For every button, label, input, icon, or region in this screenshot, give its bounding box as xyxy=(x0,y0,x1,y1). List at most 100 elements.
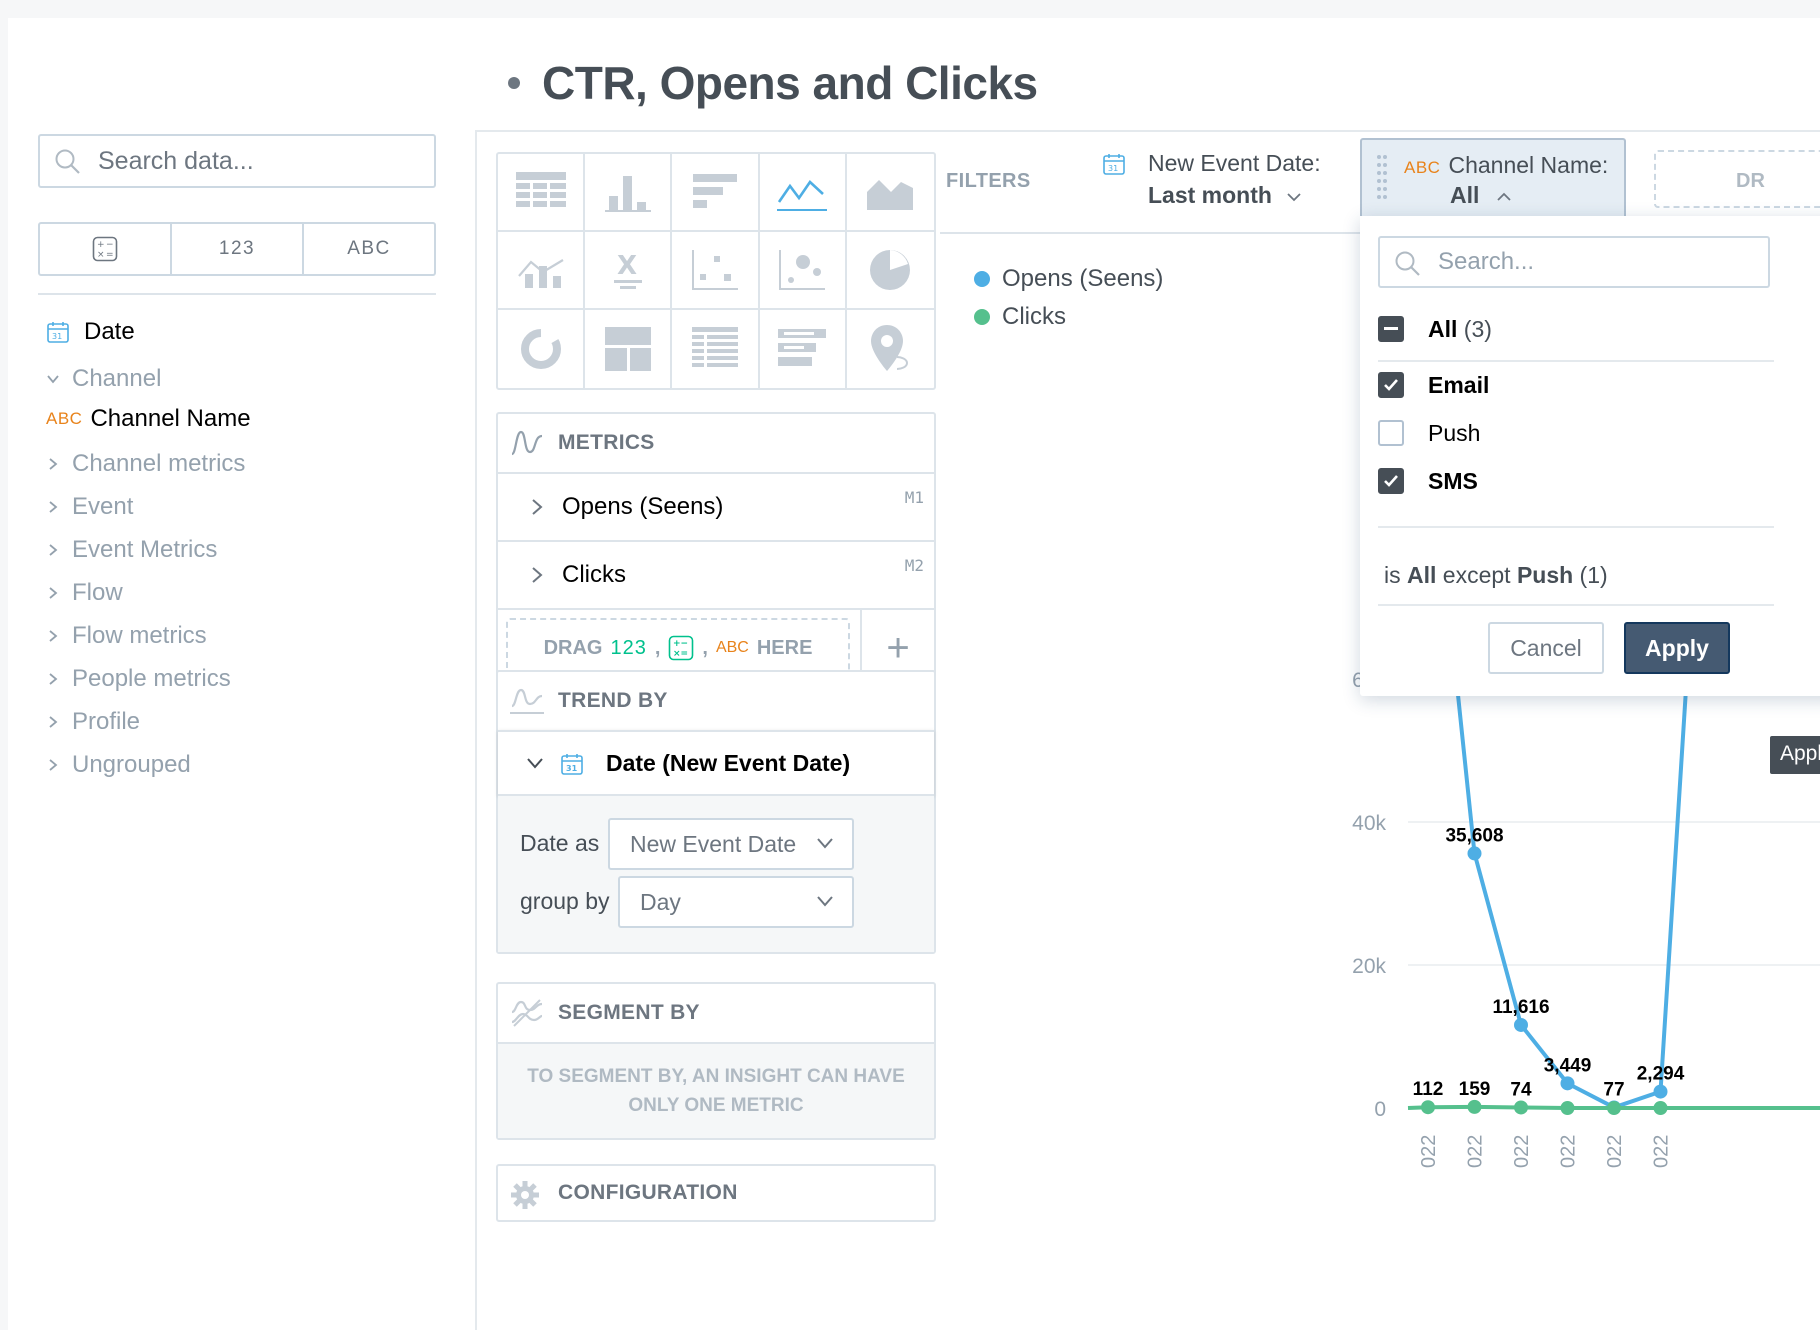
legend-item-opens[interactable]: Opens (Seens) xyxy=(974,260,1163,298)
chevron-right-icon xyxy=(46,629,64,643)
catalog-group-event-metrics[interactable]: Event Metrics xyxy=(46,536,217,564)
viz-scatter-button[interactable] xyxy=(672,232,760,310)
configuration-header[interactable]: CONFIGURATION xyxy=(498,1166,934,1220)
filter-calculated-metrics[interactable]: +−×= xyxy=(40,224,170,274)
option-push[interactable]: Push xyxy=(1378,418,1480,448)
legend-item-clicks[interactable]: Clicks xyxy=(974,298,1163,336)
viz-headline-button[interactable]: X xyxy=(585,232,673,310)
drop-zone-text: DRAG xyxy=(543,636,603,659)
minus-icon xyxy=(1384,327,1398,330)
group-by-select[interactable]: Day xyxy=(618,876,854,928)
chevron-down-icon xyxy=(1287,193,1301,202)
data-label-clicks: 112 xyxy=(1413,1079,1444,1100)
data-label-opens: 2,294 xyxy=(1637,1064,1685,1085)
catalog-item-date[interactable]: 31 Date xyxy=(46,318,135,346)
filter-numbers[interactable]: 123 xyxy=(170,224,302,274)
cancel-button[interactable]: Cancel xyxy=(1488,622,1604,674)
dropdown-search-input[interactable]: Search... xyxy=(1378,236,1770,288)
insight-title[interactable]: CTR, Opens and Clicks xyxy=(542,57,1038,109)
viz-combo-button[interactable] xyxy=(498,232,586,310)
x-tick-label: 022 xyxy=(1558,1135,1580,1168)
data-point-clicks xyxy=(1653,1101,1668,1115)
data-point-clicks xyxy=(1560,1101,1575,1115)
metric-item-clicks[interactable]: Clicks M2 xyxy=(498,540,934,608)
metrics-header: METRICS xyxy=(498,414,934,472)
catalog-item-channel-name[interactable]: ABC Channel Name xyxy=(46,405,251,433)
trend-icon xyxy=(510,688,544,714)
viz-table-button[interactable] xyxy=(498,154,586,232)
series-line-opens xyxy=(1452,658,1690,1110)
filter-drop-zone[interactable]: DR xyxy=(1654,150,1820,208)
filters-divider xyxy=(940,232,1360,234)
catalog-group-flow-metrics[interactable]: Flow metrics xyxy=(46,622,207,650)
catalog-group-people-metrics[interactable]: People metrics xyxy=(46,665,231,693)
metrics-drop-row: DRAG 123 , +−×= , ABC HERE + xyxy=(498,608,934,688)
checkbox-unchecked[interactable] xyxy=(1378,420,1404,446)
data-label-opens: 3,449 xyxy=(1544,1055,1592,1076)
catalog-group-event[interactable]: Event xyxy=(46,493,133,521)
filter-attributes[interactable]: ABC xyxy=(302,224,434,274)
metric-item-opens[interactable]: Opens (Seens) M1 xyxy=(498,472,934,540)
trend-by-item-date[interactable]: 31 Date (New Event Date) xyxy=(498,730,934,796)
option-sms[interactable]: SMS xyxy=(1378,466,1478,496)
checkbox-indeterminate[interactable] xyxy=(1378,316,1404,342)
svg-text:31: 31 xyxy=(1108,164,1118,173)
channel-filter-value-row: All xyxy=(1450,182,1512,209)
checkmark-icon xyxy=(1384,379,1398,391)
catalog-type-filter: +−×= 123 ABC xyxy=(38,222,436,276)
viz-treemap-button[interactable] xyxy=(585,310,673,388)
bullet-chart-icon xyxy=(778,329,827,366)
drag-handle-icon[interactable] xyxy=(1376,154,1388,206)
drop-zone-text: HERE xyxy=(756,636,813,659)
add-metric-button[interactable]: + xyxy=(860,610,934,686)
dropdown-search-placeholder: Search... xyxy=(1438,248,1535,275)
dropdown-divider xyxy=(1378,526,1774,528)
viz-line-button[interactable] xyxy=(759,154,847,232)
catalog-group-channel[interactable]: Channel xyxy=(46,365,161,393)
summary-text: All xyxy=(1407,562,1437,588)
chevron-right-icon xyxy=(46,586,64,600)
chart-legend: Opens (Seens) Clicks xyxy=(974,260,1163,336)
option-all[interactable]: All (3) xyxy=(1378,314,1492,344)
viz-bullet-button[interactable] xyxy=(760,310,847,388)
metrics-drop-zone[interactable]: DRAG 123 , +−×= , ABC HERE xyxy=(506,618,850,678)
viz-bubble-button[interactable] xyxy=(759,232,847,310)
svg-text:×=: ×= xyxy=(673,649,688,659)
option-email[interactable]: Email xyxy=(1378,370,1489,400)
catalog-group-ungrouped[interactable]: Ungrouped xyxy=(46,751,191,779)
line-chart: 020k40k60k02202202202202202235,60811,616… xyxy=(1352,658,1820,1168)
chevron-right-icon[interactable] xyxy=(530,566,544,584)
configuration-bucket[interactable]: CONFIGURATION xyxy=(496,1164,936,1222)
catalog-group-flow[interactable]: Flow xyxy=(46,579,123,607)
viz-column-button[interactable] xyxy=(585,154,673,232)
viz-pie-button[interactable] xyxy=(846,232,934,310)
checkbox-checked[interactable] xyxy=(1378,372,1404,398)
apply-button[interactable]: Apply xyxy=(1624,622,1730,674)
catalog-group-label: Event Metrics xyxy=(72,536,218,563)
svg-text:X: X xyxy=(617,251,637,281)
header-divider xyxy=(475,130,1820,132)
legend-label: Opens (Seens) xyxy=(1002,265,1164,292)
date-filter-title: New Event Date: xyxy=(1148,150,1321,176)
catalog-search-placeholder: Search data... xyxy=(98,146,254,175)
viz-donut-button[interactable] xyxy=(498,310,586,388)
checkbox-checked[interactable] xyxy=(1378,468,1404,494)
viz-pivot-table-button[interactable] xyxy=(672,310,760,388)
metric-label: Opens (Seens) xyxy=(562,493,724,520)
metrics-icon xyxy=(511,430,543,456)
viz-area-button[interactable] xyxy=(846,154,934,232)
channel-filter-value: All xyxy=(1450,182,1480,208)
chevron-down-icon[interactable] xyxy=(526,756,544,770)
catalog-search-input[interactable]: Search data... xyxy=(38,134,436,188)
data-point-clicks xyxy=(1607,1101,1621,1115)
attribute-icon: ABC xyxy=(1404,158,1441,177)
viz-bar-button[interactable] xyxy=(672,154,760,232)
date-as-select[interactable]: New Event Date xyxy=(608,818,854,870)
viz-geo-button[interactable] xyxy=(847,310,934,388)
chevron-right-icon[interactable] xyxy=(530,498,544,516)
catalog-group-profile[interactable]: Profile xyxy=(46,708,140,736)
catalog-group-channel-metrics[interactable]: Channel metrics xyxy=(46,450,245,478)
